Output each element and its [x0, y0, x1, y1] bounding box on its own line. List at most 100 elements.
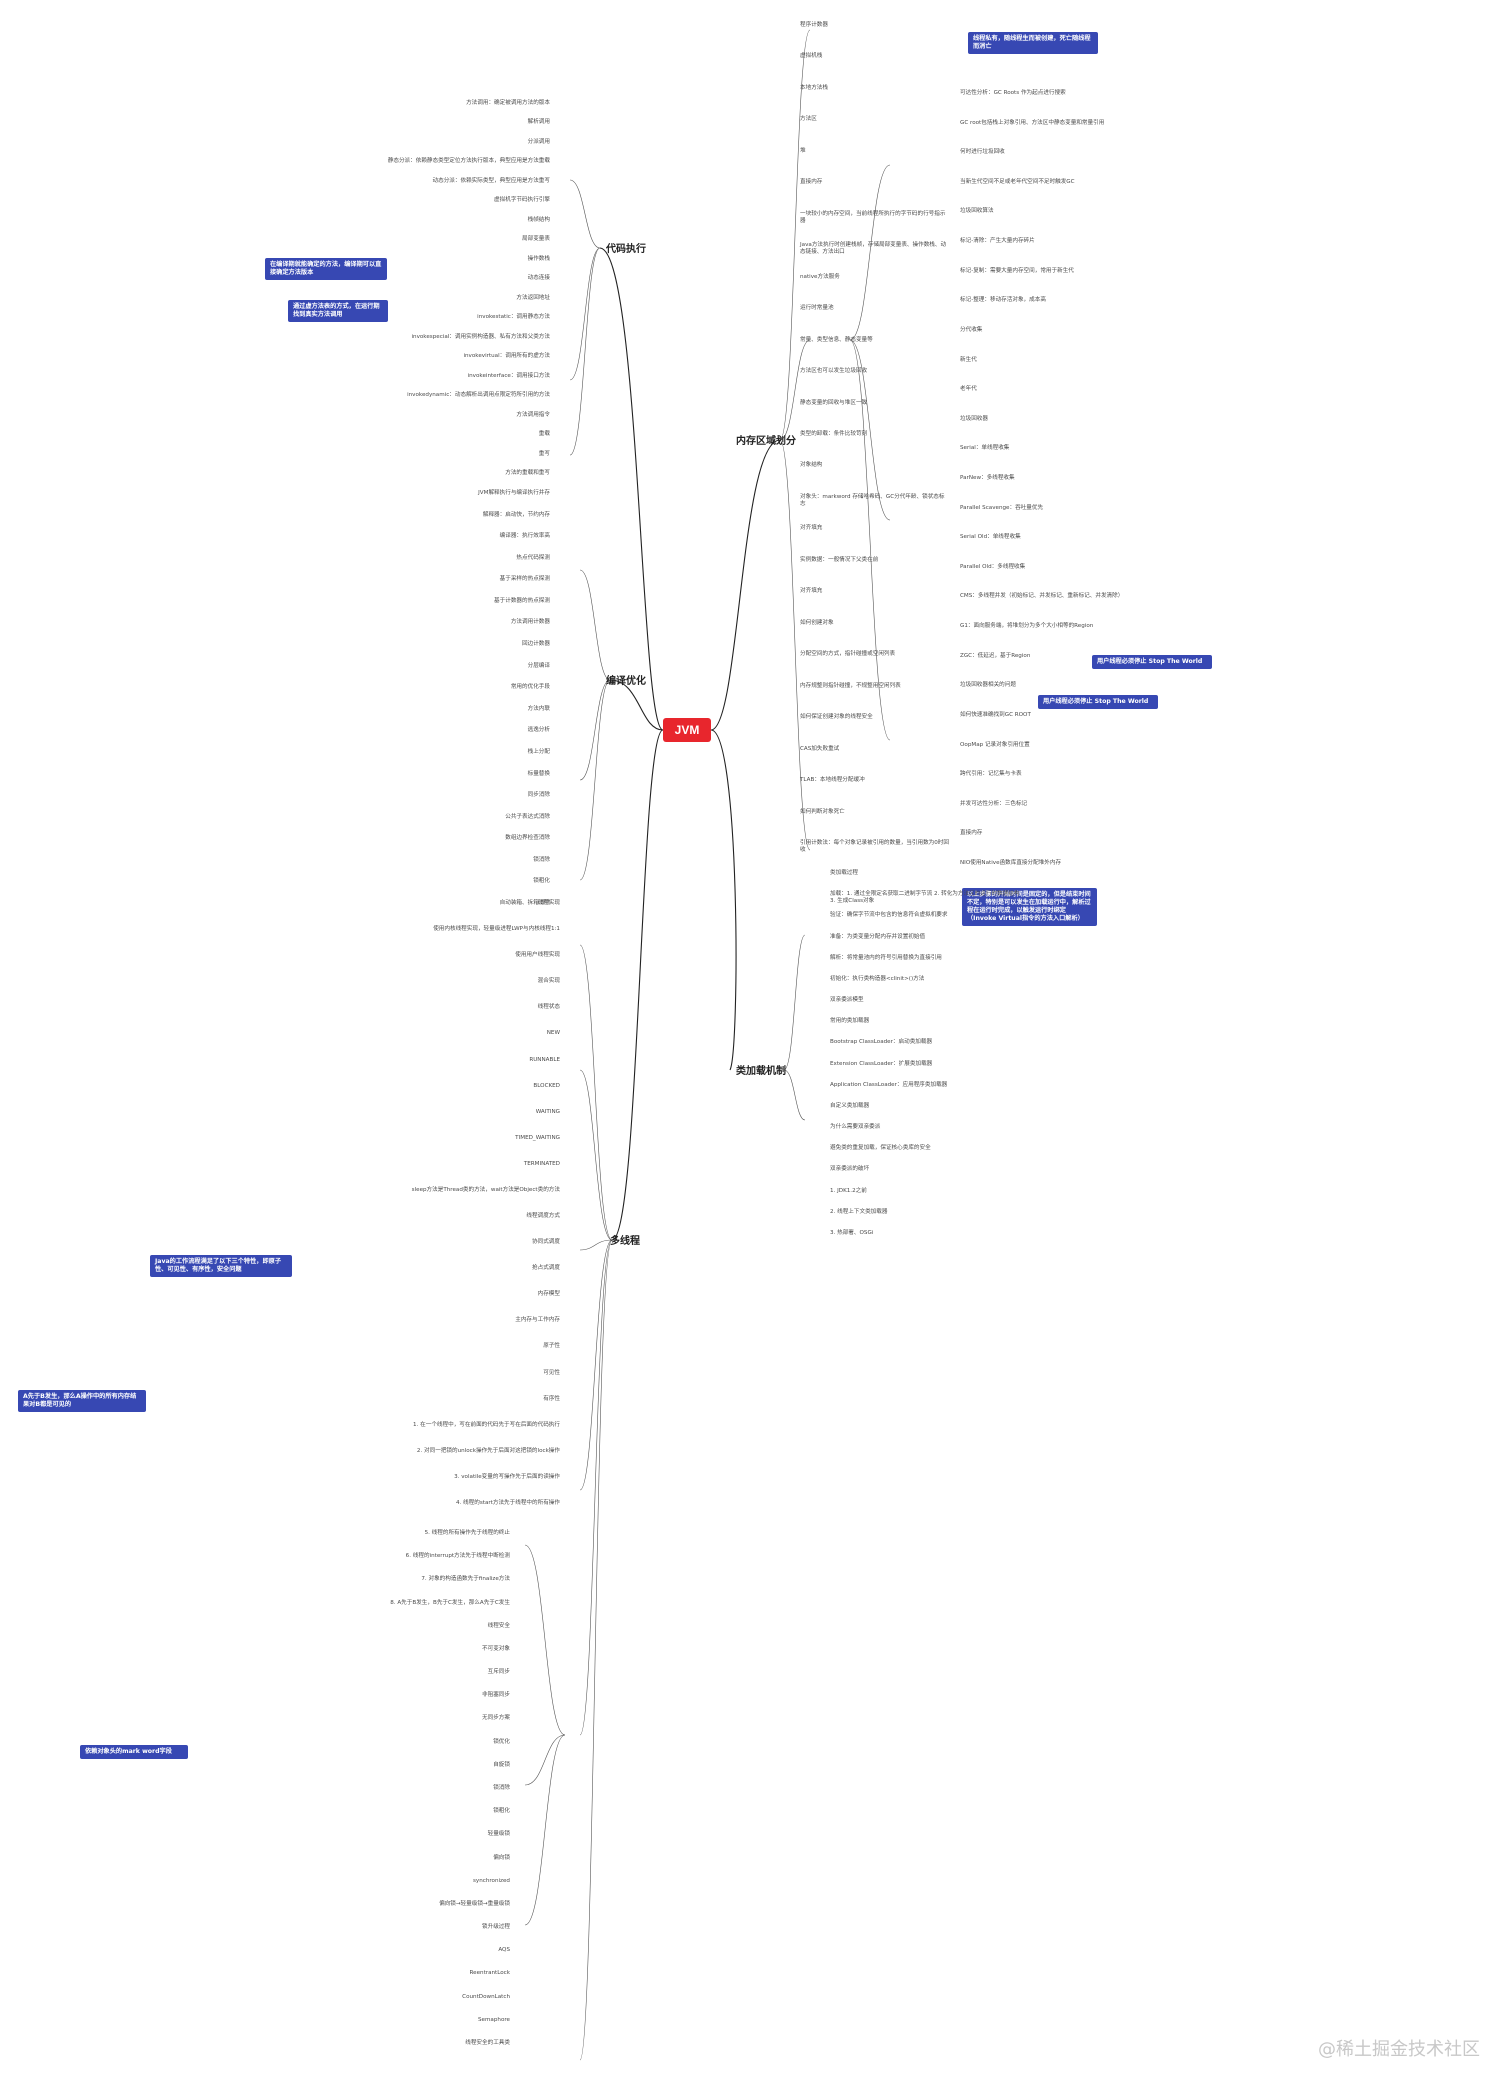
- compile-node: 方法调用计数器: [510, 619, 550, 626]
- note-stw-old: 用户线程必须停止 Stop The World: [1038, 695, 1158, 709]
- memory-node: 当新生代空间不足或老年代空间不足时触发GC: [960, 178, 1075, 185]
- codeexec-node: invokevirtual：调用所有的虚方法: [463, 353, 550, 360]
- thread-node: NEW: [546, 1030, 560, 1037]
- thread-node: 4. 线程的start方法先于线程中的所有操作: [455, 1500, 560, 1506]
- codeexec-node: 动态连接: [527, 275, 550, 282]
- classloader-node: 验证：确保字节流中包含的信息符合虚拟机要求: [830, 912, 948, 919]
- codeexec-node: 重载: [538, 431, 550, 438]
- codeexec-node: invokestatic：调用静态方法: [477, 314, 550, 321]
- classloader-node: 初始化：执行类构造器<clinit>()方法: [830, 975, 925, 982]
- thread-node: 内存模型: [537, 1291, 560, 1298]
- memory-node: 对齐填充: [800, 588, 823, 595]
- branch-classloader: 类加载机制: [736, 1066, 786, 1077]
- classloader-node: Application ClassLoader：应用程序类加载器: [830, 1081, 948, 1088]
- edge-codeexec: [599, 247, 664, 731]
- classloader-node: 为什么需要双亲委派: [830, 1124, 881, 1131]
- branch-thread: 多线程: [610, 1236, 640, 1247]
- thread-node: 3. volatile变量的写操作先于后面的读操作: [454, 1473, 560, 1480]
- thread-node: 5. 线程的所有操作先于线程的终止: [424, 1530, 510, 1536]
- codeexec-node: 重写: [538, 450, 550, 457]
- note-stw-young: 用户线程必须停止 Stop The World: [1092, 655, 1212, 669]
- thread-node: 偏向锁: [493, 1854, 510, 1861]
- compile-node: 基于采样的热点探测: [499, 576, 550, 583]
- thread-node: 锁消除: [493, 1785, 510, 1791]
- memory-node: TLAB：本地线程分配缓冲: [800, 777, 865, 784]
- memory-node: 如何创建对象: [800, 619, 834, 626]
- memory-node: 类型的卸载：条件比较苛刻: [800, 431, 868, 437]
- compile-node: 常用的优化手段: [510, 684, 550, 691]
- thread-node: 轻量级锁: [487, 1831, 510, 1838]
- thread-node: 抢占式调度: [532, 1265, 560, 1272]
- memory-node: 可达性分析：GC Roots 作为起点进行搜索: [960, 90, 1066, 96]
- thread-node: 锁升级过程: [482, 1924, 510, 1931]
- compile-node: 标量替换: [527, 770, 550, 777]
- memory-node: 分配空间的方式，指针碰撞或空闲列表: [800, 651, 896, 658]
- thread-node: synchronized: [472, 1877, 510, 1884]
- codeexec-node: 局部变量表: [522, 236, 550, 243]
- memory-node: 新生代: [960, 356, 977, 363]
- thread-node: 8. A先于B发生，B先于C发生，那么A先于C发生: [390, 1599, 510, 1606]
- thread-node: 锁粗化: [493, 1808, 510, 1815]
- note-dynamic-dispatch: 通过虚方法表的方式，在运行期找到真实方法调用: [288, 300, 388, 322]
- memory-node: Java方法执行时创建栈帧，存储局部变量表、操作数栈、动态链接、方法出口: [800, 242, 947, 256]
- memory-node: 如何快速准确找到GC ROOT: [960, 711, 1031, 718]
- codeexec-node: 虚拟机字节码执行引擎: [494, 197, 550, 204]
- memory-node: Serial：单线程收集: [960, 445, 1010, 452]
- classloader-node: Extension ClassLoader：扩展类加载器: [830, 1060, 933, 1067]
- memory-node: 如何判断对象死亡: [800, 808, 845, 815]
- memory-node: NIO使用Native函数库直接分配堆外内存: [960, 860, 1062, 866]
- compile-node: 锁消除: [533, 856, 550, 863]
- edge-memory: [710, 439, 781, 731]
- note-thread-private: 线程私有，随线程生而被创建，死亡随线程而消亡: [968, 32, 1098, 54]
- thread-node: 使用内核线程实现，轻量级进程LWP与内核线程1:1: [433, 926, 560, 933]
- codeexec-node: 分派调用: [527, 138, 550, 145]
- memory-node: ParNew：多线程收集: [960, 475, 1015, 481]
- thread-node: 锁优化: [493, 1738, 510, 1745]
- memory-node: 并发可达性分析：三色标记: [960, 800, 1028, 807]
- compile-node: JVM解释执行与编译执行并存: [478, 490, 550, 496]
- codeexec-node: 方法返回地址: [516, 294, 550, 301]
- classloader-node: 解析：将常量池内的符号引用替换为直接引用: [830, 954, 942, 961]
- classloader-node: Bootstrap ClassLoader：启动类加载器: [830, 1039, 933, 1046]
- memory-node: 方法区: [800, 116, 817, 123]
- memory-node: 垃圾回收器相关的问题: [960, 682, 1016, 689]
- classloader-node: 3. 热部署、OSGi: [830, 1230, 874, 1236]
- classloader-node: 准备：为类变量分配内存并设置初始值: [830, 933, 926, 940]
- memory-node: 实例数据：一般情况下父类在前: [800, 556, 879, 563]
- memory-node: 老年代: [960, 386, 977, 393]
- memory-node: Parallel Old：多线程收集: [960, 563, 1026, 570]
- thread-node: 混合实现: [537, 978, 560, 985]
- thread-node: 7. 对象的构造函数先于finalize方法: [421, 1576, 510, 1583]
- classloader-node: 双亲委派模型: [830, 997, 864, 1004]
- memory-node: 引用计数法：每个对象记录被引用的数量，当引用数为0时回收: [800, 840, 949, 853]
- memory-node: CMS：多线程并发（初始标记、并发标记、重新标记、并发清除）: [960, 593, 1124, 600]
- note-mark-word: 依赖对象头的mark word字段: [80, 1745, 188, 1759]
- compile-node: 锁粗化: [533, 878, 550, 885]
- branch-codeexec: 代码执行: [606, 244, 646, 255]
- compile-node: 自动装箱、拆箱消除: [499, 900, 550, 906]
- memory-node: 直接内存: [800, 179, 823, 186]
- memory-node: 方法区也可以发生垃圾回收: [800, 368, 868, 375]
- memory-node: 静态变量的回收与堆区一致: [800, 399, 868, 406]
- thread-node: 6. 线程的interrupt方法先于线程中断检测: [405, 1553, 510, 1560]
- memory-node: 如何保证创建对象的线程安全: [800, 714, 873, 721]
- thread-node: 互斥同步: [487, 1669, 510, 1676]
- memory-node: 内存规整则指针碰撞，不规整用空闲列表: [800, 682, 901, 689]
- memory-node: 对象头：markword 存储哈希码、GC分代年龄、锁状态标志: [800, 493, 945, 507]
- codeexec-node: 静态分派：依赖静态类型定位方法执行版本，典型应用是方法重载: [387, 158, 550, 165]
- memory-node: Parallel Scavenge：吞吐量优先: [960, 504, 1044, 511]
- codeexec-node: 栈帧结构: [527, 216, 550, 223]
- classloader-node: 避免类的重复加载，保证核心类库的安全: [830, 1145, 931, 1152]
- compile-node: 热点代码探测: [516, 554, 550, 561]
- watermark-text: @稀土掘金技术社区: [1318, 2039, 1480, 2060]
- memory-node: 常量、类型信息、静态变量等: [800, 336, 873, 343]
- classloader-node: 常用的类加载器: [830, 1018, 870, 1025]
- thread-node: Semaphore: [477, 2016, 510, 2023]
- thread-node: 有序性: [543, 1395, 560, 1402]
- memory-node: 跨代引用：记忆集与卡表: [960, 771, 1022, 778]
- edge-compile: [609, 679, 664, 731]
- thread-node: 无同步方案: [482, 1715, 510, 1722]
- compile-node: 数组边界检查消除: [505, 835, 550, 842]
- codeexec-node: 方法调用指令: [516, 411, 550, 418]
